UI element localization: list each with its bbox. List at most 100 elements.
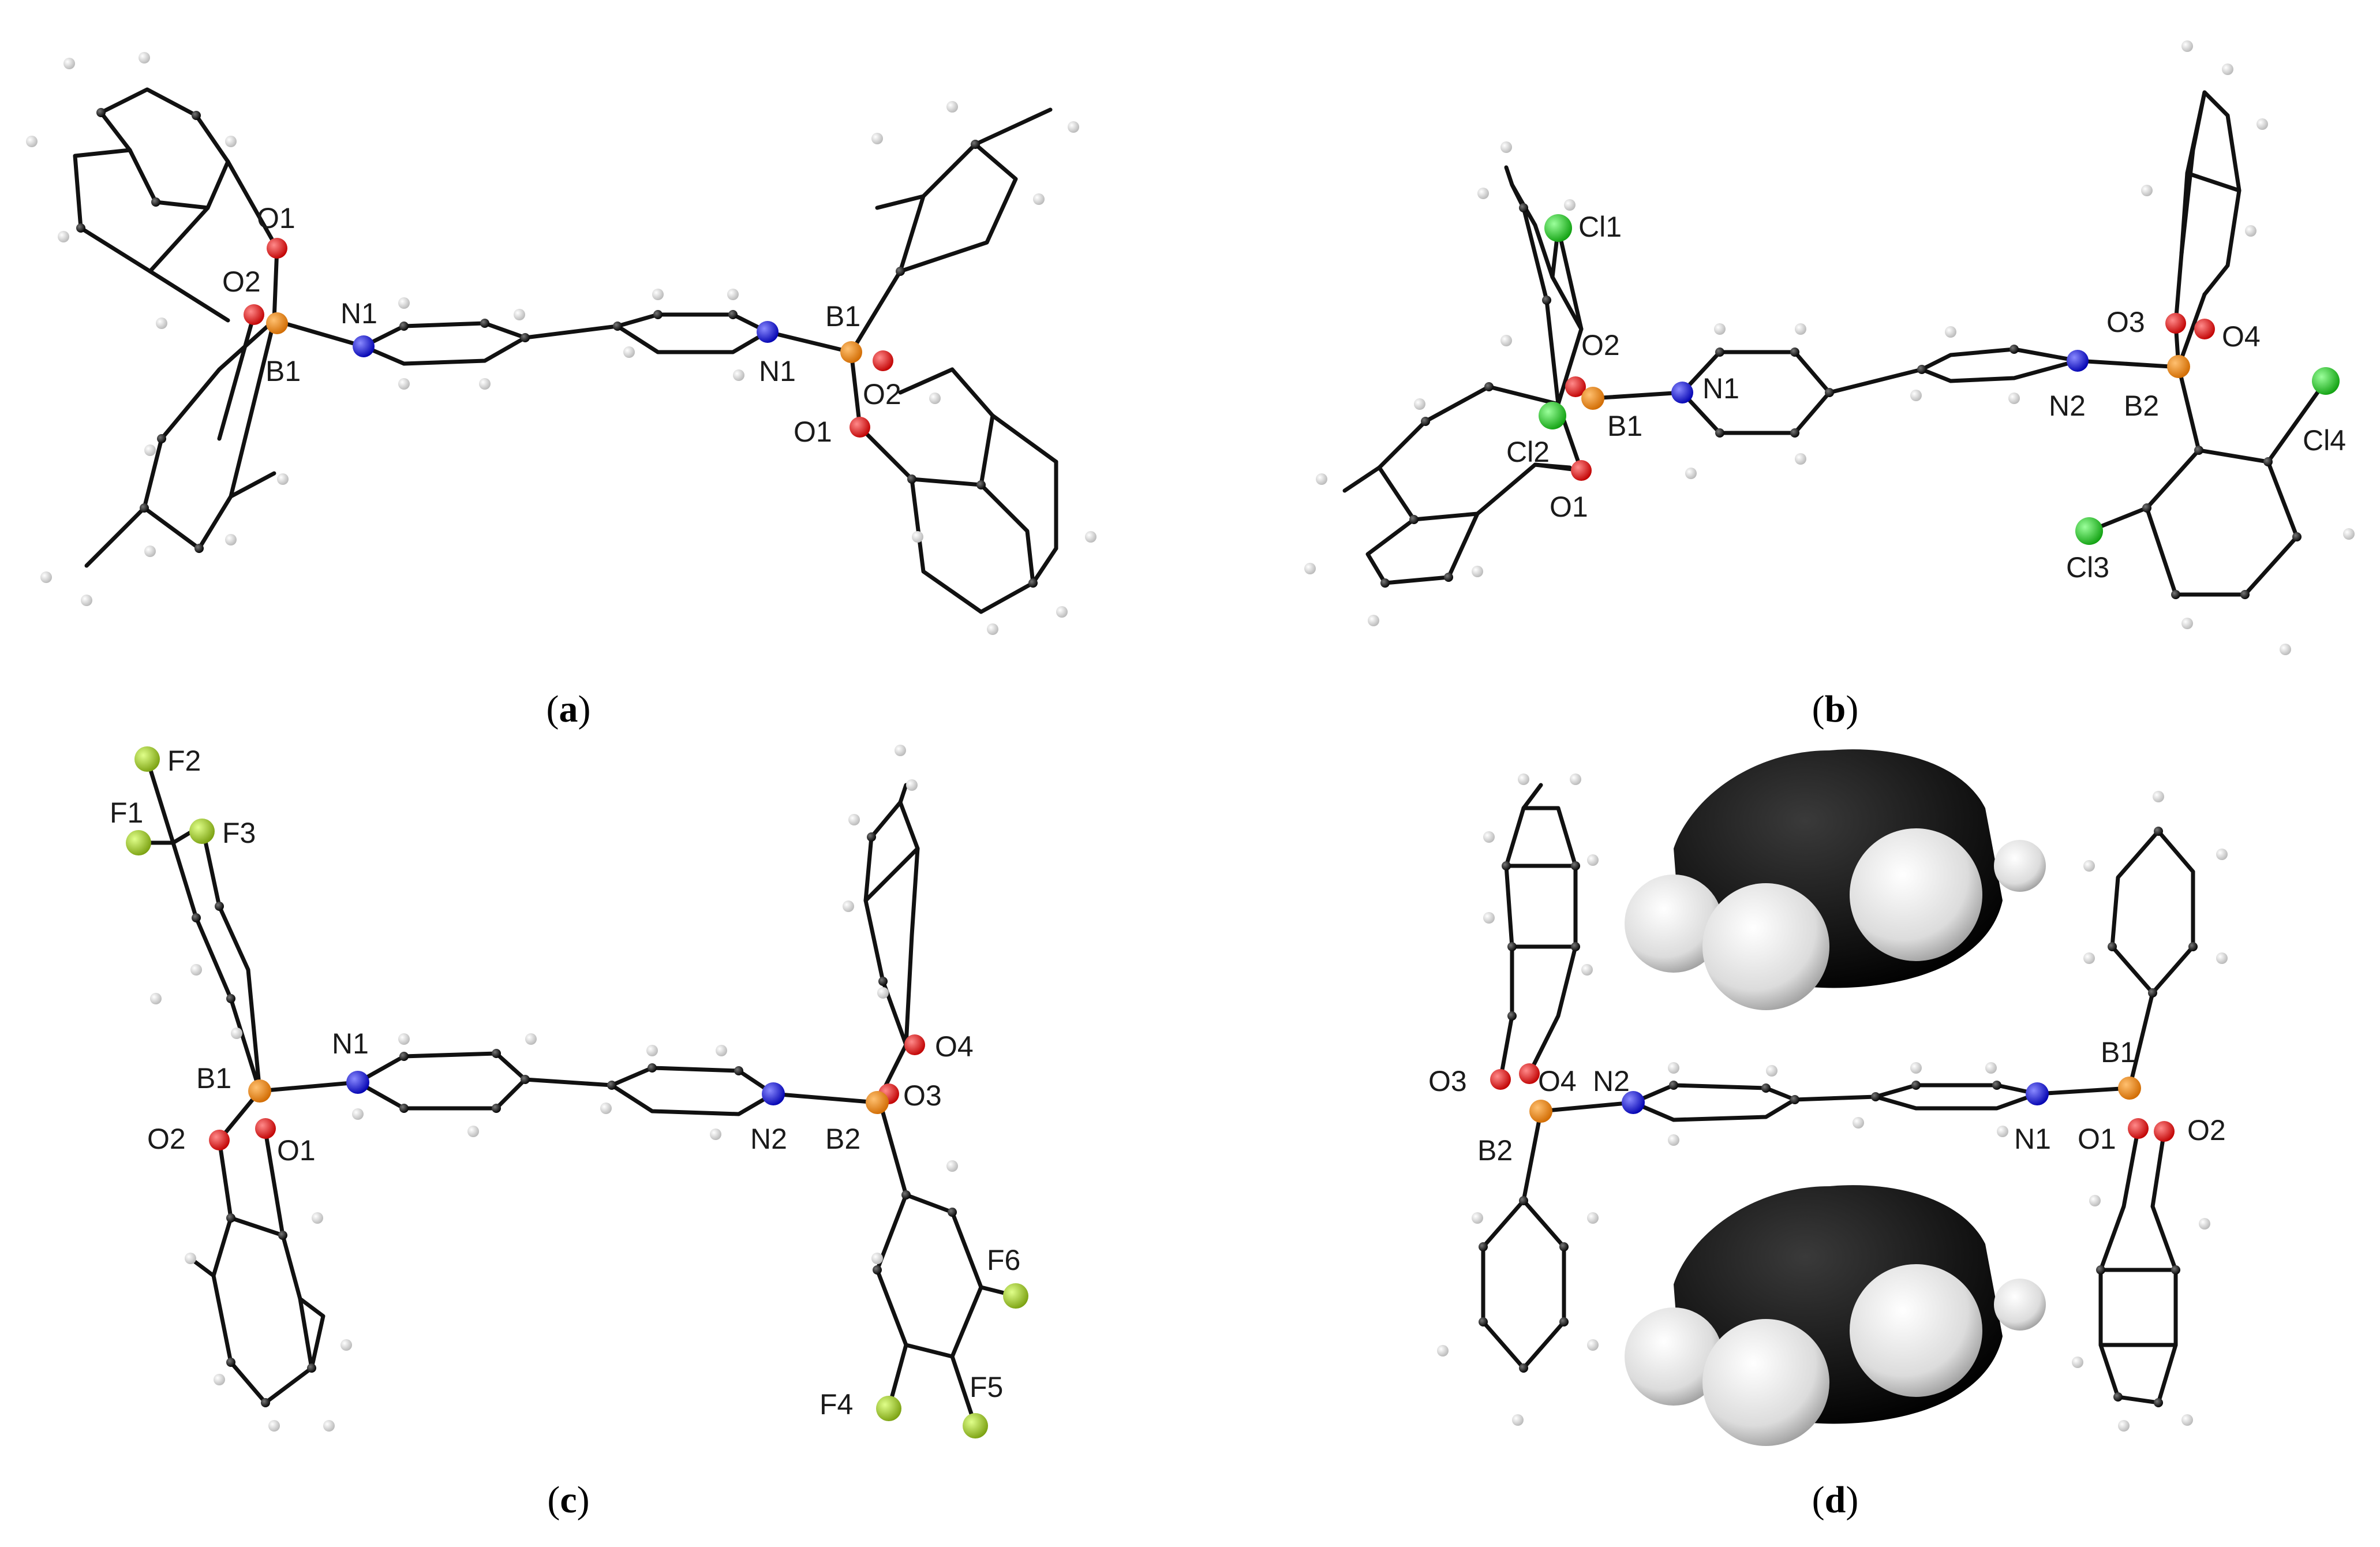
- carbon-atoms-d: [1479, 827, 2198, 1407]
- guest-molecule-top: [1625, 749, 2046, 1010]
- oxygen-atom: [244, 304, 264, 325]
- panel-c: F2 F1 F3 N1 B1 O2 O1 O4 O3 N2 B2 F6 F5 F…: [110, 745, 1028, 1521]
- chlorine-atom: [1544, 214, 1572, 242]
- nitrogen-atom: [353, 335, 375, 357]
- atom-label: B1: [2101, 1036, 2136, 1068]
- nitrogen-atom: [757, 321, 779, 343]
- atom-label: O3: [903, 1079, 942, 1112]
- atom-labels-a: O1 O2 B1 N1 B1 N1 O2 O1: [222, 202, 901, 448]
- atom-label: B2: [1477, 1134, 1513, 1167]
- atom-label: N1: [1702, 372, 1739, 405]
- boron-atom: [1529, 1100, 1552, 1123]
- boron-atom: [866, 1091, 889, 1114]
- atom-label: B1: [265, 355, 301, 387]
- oxygen-atom: [2128, 1118, 2149, 1139]
- atom-label: B2: [825, 1123, 860, 1155]
- atom-label: Cl4: [2303, 424, 2346, 457]
- boron-atom: [266, 312, 288, 334]
- oxygen-atom: [2194, 319, 2215, 339]
- atom-label: O2: [2187, 1114, 2226, 1146]
- atom-label: O4: [1538, 1065, 1577, 1097]
- oxygen-atom: [873, 350, 893, 371]
- boron-atom: [1581, 387, 1604, 410]
- atom-label: F3: [222, 817, 256, 849]
- atom-label: B1: [825, 300, 860, 332]
- fluorine-atom: [876, 1396, 901, 1421]
- boron-atom: [2118, 1077, 2141, 1100]
- oxygen-atom: [1571, 460, 1592, 481]
- fluorine-atom: [126, 830, 151, 855]
- atom-label: B1: [1607, 410, 1642, 442]
- atom-label: N1: [340, 297, 377, 330]
- oxygen-atom: [267, 238, 287, 259]
- carbon-atoms-a: [76, 108, 1038, 588]
- atom-labels-d: O3 O4 N2 B2 B1 N1 O1 O2: [1428, 1036, 2226, 1167]
- oxygen-atom: [2154, 1121, 2175, 1142]
- nitrogen-atom: [346, 1071, 369, 1094]
- carbon-atoms-b: [1380, 203, 2302, 599]
- atom-label: O4: [935, 1030, 974, 1063]
- atom-label: O2: [1581, 329, 1620, 361]
- panel-d: O3 O4 N2 B2 B1 N1 O1 O2 (d): [1428, 749, 2228, 1521]
- panel-caption: (a): [547, 688, 591, 730]
- atom-label: B1: [196, 1062, 231, 1094]
- oxygen-atom: [1519, 1063, 1540, 1084]
- panel-caption: (d): [1812, 1479, 1859, 1521]
- atom-labels-b: Cl1 O2 B1 N1 Cl2 O1 O3 O4 N2 B2 Cl4 Cl3: [1506, 211, 2346, 584]
- atom-label: N1: [2014, 1123, 2051, 1155]
- atom-label: Cl3: [2066, 551, 2109, 584]
- atom-label: O1: [257, 202, 295, 234]
- nitrogen-atom: [762, 1082, 785, 1105]
- oxygen-atom: [850, 417, 870, 438]
- chlorine-atom: [2312, 367, 2340, 395]
- fluorine-atom: [963, 1413, 988, 1438]
- atom-label: F4: [819, 1388, 853, 1421]
- carbon-atoms-c: [192, 832, 957, 1407]
- atom-label: Cl1: [1578, 211, 1622, 243]
- atom-label: B2: [2124, 390, 2159, 422]
- hydrogen-atoms-d: [1437, 773, 2228, 1432]
- boron-atom: [2167, 355, 2190, 378]
- hydrogen-atoms-b: [1304, 40, 2355, 655]
- oxygen-atom: [255, 1118, 276, 1139]
- fluorine-atom: [1003, 1283, 1028, 1309]
- atom-label: O1: [1550, 491, 1588, 523]
- atom-label: O1: [2078, 1123, 2116, 1155]
- atom-label: O2: [147, 1123, 186, 1155]
- atom-label: N2: [1593, 1065, 1630, 1097]
- atom-label: O4: [2222, 320, 2261, 353]
- oxygen-atom: [2165, 313, 2186, 334]
- atom-label: N1: [332, 1027, 369, 1060]
- atom-label: O3: [2106, 306, 2145, 338]
- boron-atom: [248, 1079, 271, 1103]
- panel-a: O1 O2 B1 N1 B1 N1 O2 O1 (a): [26, 52, 1097, 730]
- panel-b: Cl1 O2 B1 N1 Cl2 O1 O3 O4 N2 B2 Cl4 Cl3 …: [1304, 40, 2355, 730]
- nitrogen-atom: [1622, 1091, 1645, 1114]
- atom-label: O2: [222, 266, 261, 298]
- atom-label: F5: [970, 1371, 1003, 1403]
- atom-label: F1: [110, 797, 143, 829]
- atom-label: N2: [2049, 390, 2086, 422]
- atom-label: N1: [759, 355, 796, 387]
- boron-atom: [840, 341, 862, 363]
- nitrogen-atom: [1671, 382, 1693, 403]
- atom-label: N2: [750, 1123, 787, 1155]
- panel-caption: (c): [547, 1479, 589, 1521]
- atom-label: O1: [794, 416, 832, 448]
- atom-label: O2: [863, 378, 901, 410]
- oxygen-atom: [904, 1034, 925, 1055]
- atom-label: Cl2: [1506, 436, 1550, 468]
- guest-molecule-bottom: [1625, 1185, 2046, 1446]
- atom-labels-c: F2 F1 F3 N1 B1 O2 O1 O4 O3 N2 B2 F6 F5 F…: [110, 745, 1020, 1421]
- hydrogen-atoms-c: [150, 745, 958, 1432]
- oxygen-atom: [1490, 1069, 1511, 1090]
- atom-label: O1: [277, 1134, 316, 1167]
- fluorine-atom: [189, 819, 215, 844]
- oxygen-atom: [209, 1130, 230, 1150]
- hydrogen-atoms-a: [26, 52, 1097, 635]
- nitrogen-atom: [2067, 350, 2089, 372]
- nitrogen-atom: [2026, 1082, 2049, 1105]
- atom-label: O3: [1428, 1065, 1467, 1097]
- chlorine-atom: [1539, 402, 1566, 429]
